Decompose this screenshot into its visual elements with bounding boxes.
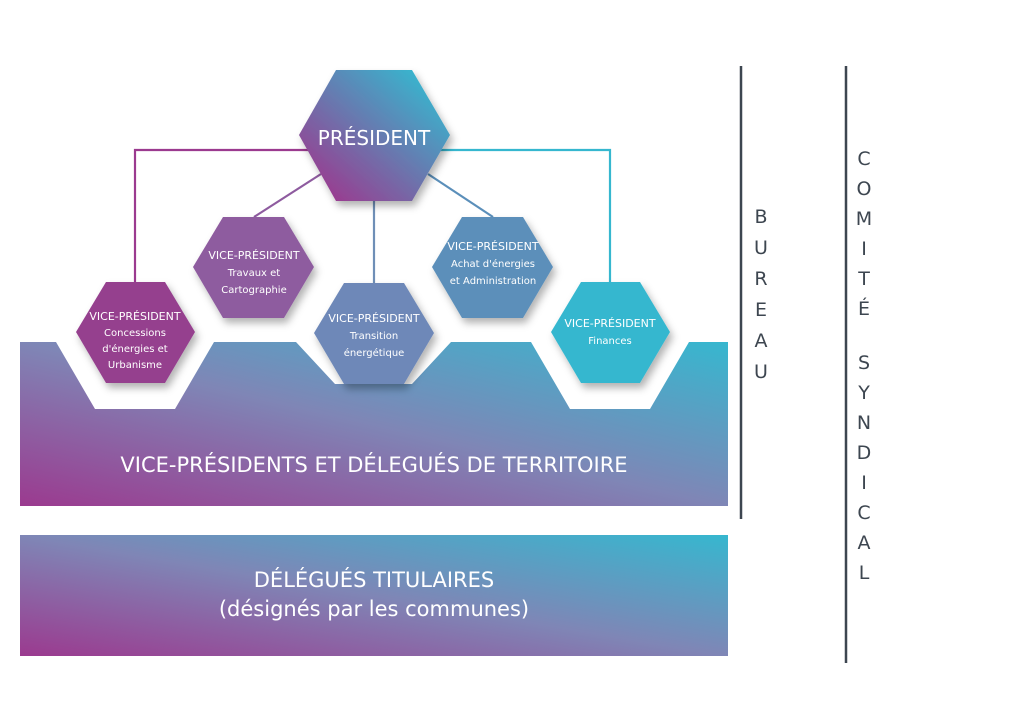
territory-band — [20, 342, 728, 506]
bureau-letter: B — [754, 206, 767, 228]
vp-role-line: Cartographie — [221, 285, 286, 296]
bureau-letter: A — [755, 330, 768, 352]
syndical-letter: A — [858, 532, 871, 554]
delegates-band — [20, 535, 728, 656]
vp-node-travaux: VICE-PRÉSIDENT Travaux et Cartographie — [193, 217, 314, 318]
vp-node-concessions: VICE-PRÉSIDENT Concessions d'énergies et… — [76, 282, 195, 383]
vp-role-line: Transition — [349, 331, 398, 342]
connectors — [133, 148, 612, 284]
vp-hexagon — [193, 217, 314, 318]
comite-letter: C — [857, 148, 870, 170]
syndical-label: S Y N D I C A L — [857, 352, 872, 584]
bureau-letter: R — [754, 268, 767, 290]
connector-vp1 — [133, 148, 313, 284]
connector-vp2 — [253, 173, 322, 218]
vp-node-transition: VICE-PRÉSIDENT Transition énergétique — [314, 283, 434, 384]
vp-hexagon — [432, 217, 553, 318]
bureau-letter: U — [754, 237, 768, 259]
vp-role-line: énergétique — [344, 347, 405, 359]
syndical-letter: Y — [857, 382, 870, 404]
delegates-band-subtitle: (désignés par les communes) — [219, 597, 529, 621]
comite-letter: T — [857, 268, 870, 290]
vp-hexagon — [314, 283, 434, 384]
comite-letter: M — [856, 208, 872, 230]
comite-label: C O M I T É — [856, 148, 872, 320]
connector-vp4 — [427, 173, 494, 218]
bureau-letter: U — [754, 361, 768, 383]
president-hexagon — [299, 70, 450, 201]
syndical-letter: S — [858, 352, 870, 374]
vp-title: VICE-PRÉSIDENT — [208, 249, 299, 262]
comite-letter: É — [858, 297, 870, 320]
comite-letter: I — [861, 238, 867, 260]
vp-hexagon — [551, 282, 670, 383]
syndical-letter: C — [857, 502, 870, 524]
vp-role-line: Travaux et — [227, 268, 281, 279]
vp-role-line: Concessions — [104, 328, 166, 339]
vp-title: VICE-PRÉSIDENT — [89, 310, 180, 323]
president-label: PRÉSIDENT — [318, 126, 431, 150]
vp-title: VICE-PRÉSIDENT — [328, 312, 419, 325]
bureau-letter: E — [755, 299, 767, 321]
syndical-letter: I — [861, 472, 867, 494]
vp-role-line: d'énergies et — [102, 343, 167, 355]
bureau-label: B U R E A U — [754, 206, 768, 383]
vp-role-line: Urbanisme — [108, 360, 162, 371]
delegates-band-title: DÉLÉGUÉS TITULAIRES — [254, 567, 494, 592]
vp-role-line: Achat d'énergies — [451, 258, 535, 270]
connector-vp5 — [436, 148, 612, 284]
vp-role-line: Finances — [588, 336, 631, 347]
syndical-letter: L — [859, 562, 870, 584]
vp-title: VICE-PRÉSIDENT — [564, 317, 655, 330]
vp-role-line: et Administration — [450, 276, 536, 287]
syndical-letter: N — [857, 412, 871, 434]
vp-node-achat: VICE-PRÉSIDENT Achat d'énergies et Admin… — [432, 217, 553, 318]
vp-title: VICE-PRÉSIDENT — [447, 240, 538, 253]
vp-hexagon — [76, 282, 195, 383]
territory-band-label: VICE-PRÉSIDENTS ET DÉLEGUÉS DE TERRITOIR… — [120, 452, 627, 477]
comite-letter: O — [857, 178, 872, 200]
president-node: PRÉSIDENT — [299, 70, 450, 201]
syndical-letter: D — [857, 442, 872, 464]
vp-node-finances: VICE-PRÉSIDENT Finances — [551, 282, 670, 383]
